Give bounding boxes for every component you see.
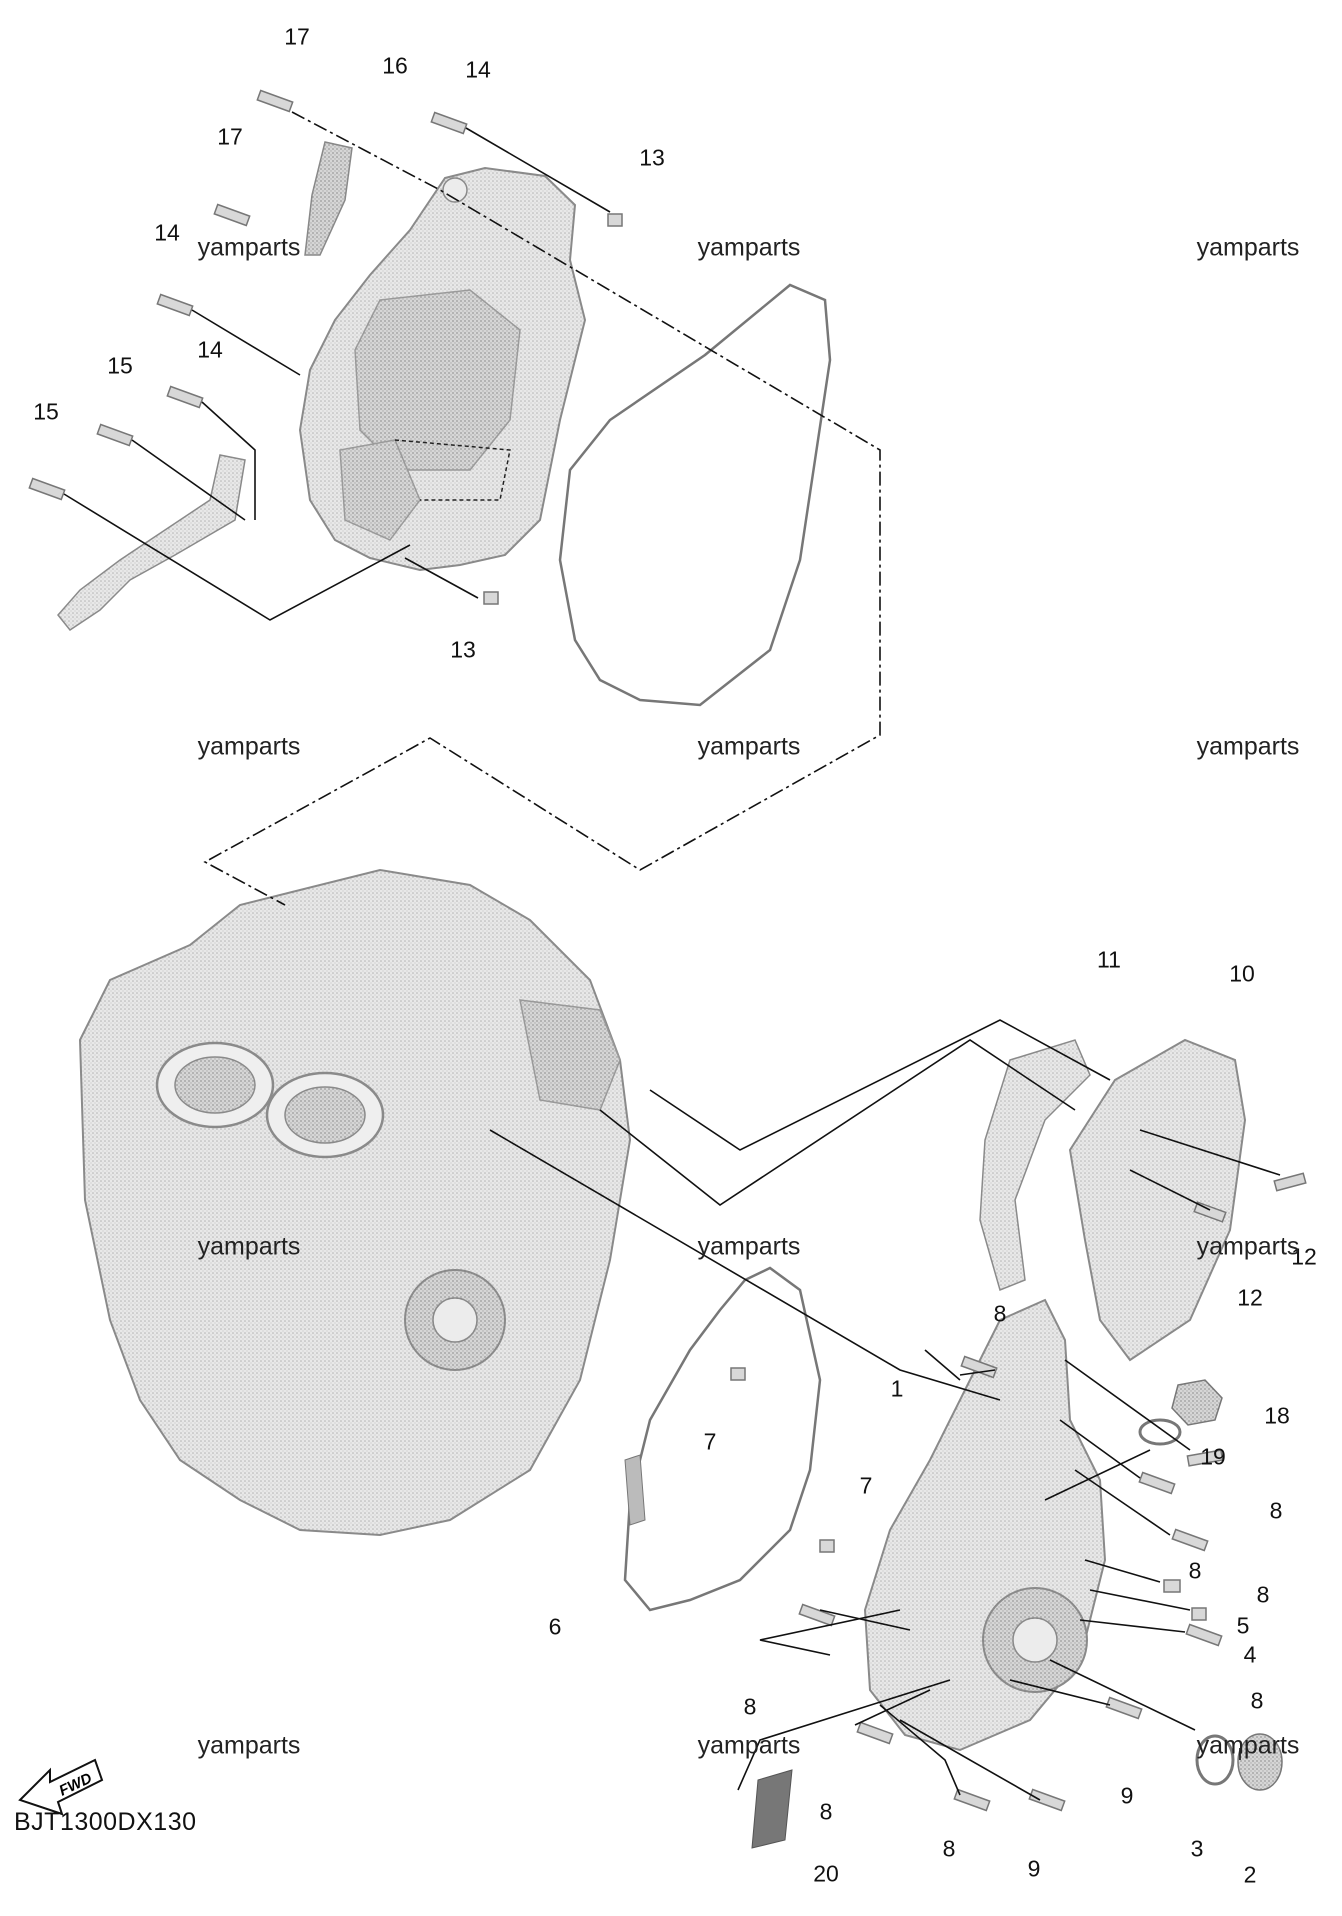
sprocket-cover-part-10 <box>1068 1038 1247 1362</box>
callout-2: 2 <box>1243 1861 1257 1888</box>
watermark: yamparts <box>197 1731 301 1760</box>
callout-4: 4 <box>1243 1641 1257 1668</box>
callout-7: 7 <box>859 1472 873 1499</box>
stay-bracket <box>57 454 246 632</box>
watermark: yamparts <box>197 233 301 262</box>
callout-17: 17 <box>284 23 310 50</box>
bolts <box>28 89 1307 1812</box>
callout-19: 19 <box>1200 1443 1226 1470</box>
callout-11: 11 <box>1097 946 1121 973</box>
callout-13: 13 <box>639 144 665 171</box>
o-ring-part-19 <box>1138 1418 1182 1446</box>
callout-7: 7 <box>703 1428 717 1455</box>
callout-16: 16 <box>382 52 408 79</box>
callout-8: 8 <box>1188 1557 1202 1584</box>
watermark: yamparts <box>697 732 801 761</box>
callout-15: 15 <box>107 352 133 379</box>
callout-5: 5 <box>1236 1612 1250 1639</box>
o-ring-part-3 <box>1195 1734 1235 1786</box>
watermark: yamparts <box>697 233 801 262</box>
callout-9: 9 <box>1120 1782 1134 1809</box>
sealant-part-20 <box>751 1769 793 1849</box>
diagram-code: BJT1300DX130 <box>14 1808 197 1836</box>
plug-part-2 <box>1237 1733 1283 1791</box>
callout-14: 14 <box>197 336 223 363</box>
watermark: yamparts <box>197 1232 301 1261</box>
callout-12: 12 <box>1291 1243 1317 1270</box>
callout-8: 8 <box>819 1798 833 1825</box>
callout-15: 15 <box>33 398 59 425</box>
filler-cap-part-18 <box>1171 1379 1223 1426</box>
watermark: yamparts <box>1196 1731 1300 1760</box>
callout-8: 8 <box>1256 1581 1270 1608</box>
callout-6: 6 <box>548 1613 562 1640</box>
watermark: yamparts <box>1196 233 1300 262</box>
watermark: yamparts <box>197 732 301 761</box>
callout-8: 8 <box>1269 1497 1283 1524</box>
callout-1: 1 <box>890 1375 904 1402</box>
callout-18: 18 <box>1264 1402 1290 1429</box>
crankcase-assembly <box>78 868 632 1537</box>
fwd-arrow-icon: FWD <box>18 1758 104 1816</box>
watermark: yamparts <box>697 1731 801 1760</box>
watermark: yamparts <box>1196 1232 1300 1261</box>
callout-10: 10 <box>1229 960 1255 987</box>
callout-9: 9 <box>1027 1855 1041 1882</box>
callout-8: 8 <box>743 1693 757 1720</box>
watermark: yamparts <box>697 1232 801 1261</box>
bracket-part-16 <box>304 141 353 256</box>
callout-8: 8 <box>942 1835 956 1862</box>
callout-8: 8 <box>1250 1687 1264 1714</box>
callout-13: 13 <box>450 636 476 663</box>
callout-14: 14 <box>154 219 180 246</box>
assembly-lines <box>63 111 1281 1801</box>
lower-cover-gasket <box>623 1266 822 1612</box>
callout-8: 8 <box>993 1300 1007 1327</box>
upper-crankcase-cover <box>298 166 587 572</box>
callout-3: 3 <box>1190 1835 1204 1862</box>
callout-20: 20 <box>813 1860 839 1887</box>
callout-14: 14 <box>465 56 491 83</box>
watermark: yamparts <box>1196 732 1300 761</box>
upper-cover-gasket <box>558 283 832 707</box>
callout-12: 12 <box>1237 1284 1263 1311</box>
callout-17: 17 <box>217 123 243 150</box>
